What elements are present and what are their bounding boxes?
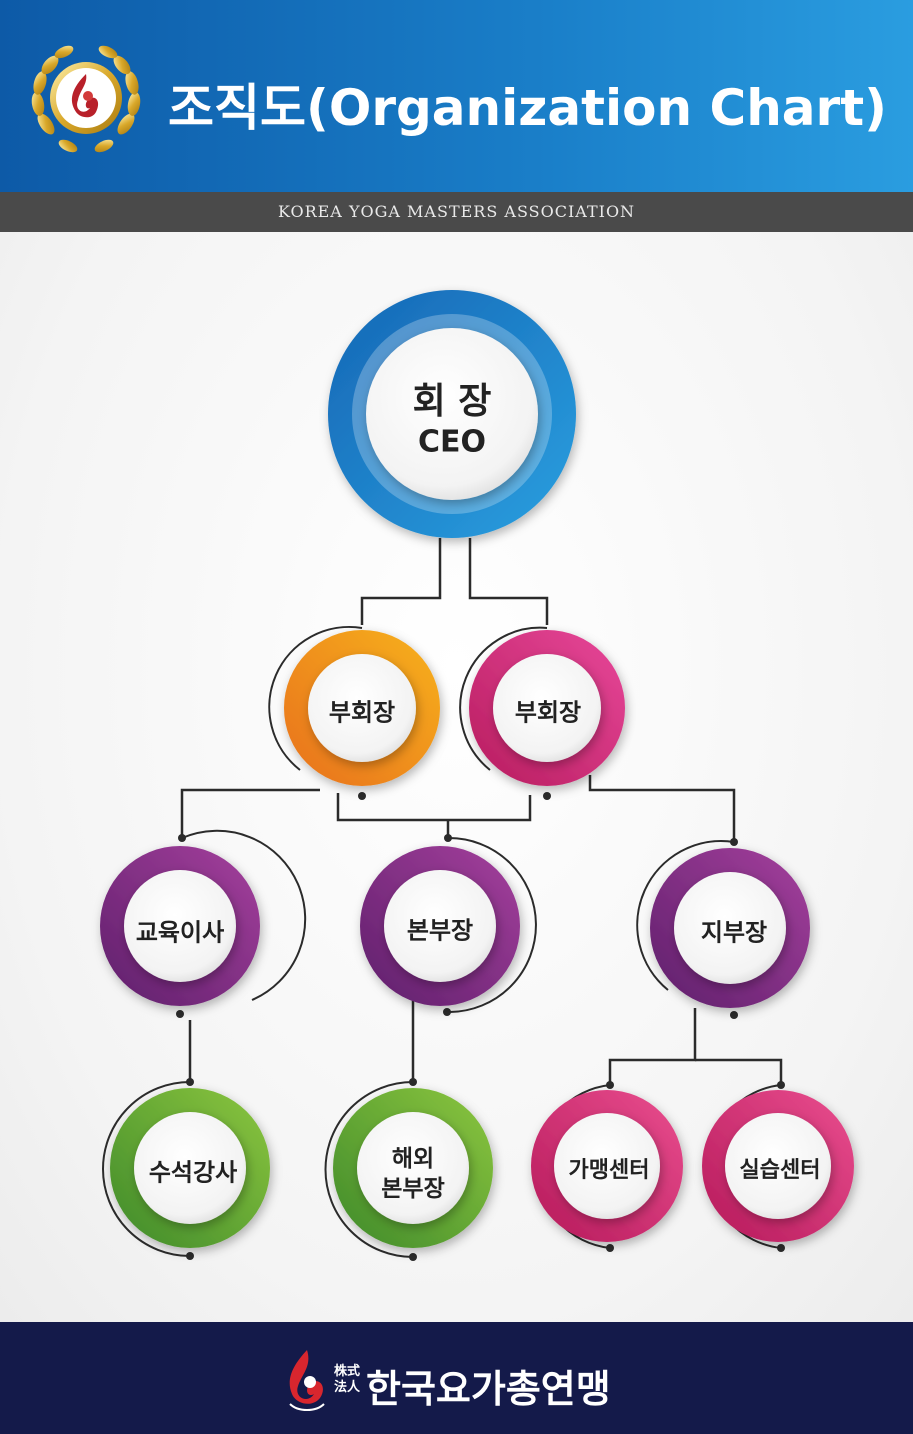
node-ceo (328, 290, 576, 538)
practice-label: 실습센터 (739, 1158, 821, 1183)
corp-type-line-1: 株式 (334, 1364, 361, 1379)
node-overseas-hq (333, 1088, 493, 1248)
organization-name: 한국요가총연맹 (366, 1367, 611, 1411)
corp-type-line-2: 法人 (334, 1380, 361, 1395)
node-branch (650, 848, 810, 1008)
overseas-label-2: 본부장 (381, 1176, 445, 1202)
node-franchise-center (531, 1090, 683, 1242)
node-vp-2 (469, 630, 625, 786)
laurel-emblem-icon (31, 45, 141, 153)
vp-2-label: 부회장 (514, 698, 582, 727)
footer (0, 1322, 913, 1434)
flame-logo-icon (289, 1350, 325, 1411)
branch-label: 지부장 (700, 918, 768, 947)
header (0, 0, 913, 192)
node-hq (360, 846, 520, 1006)
hq-label: 본부장 (406, 916, 474, 945)
lead-instructor-label: 수석강사 (148, 1158, 238, 1187)
node-lead-instructor (110, 1088, 270, 1248)
ceo-label-en: CEO (417, 424, 487, 460)
association-subtitle: KOREA YOGA MASTERS ASSOCIATION (0, 192, 913, 232)
vp-1-label: 부회장 (328, 698, 396, 727)
node-vp-1 (284, 630, 440, 786)
node-education (100, 846, 260, 1006)
ceo-label-ko: 회 장 (412, 381, 492, 422)
overseas-label-1: 해외 (391, 1146, 435, 1172)
education-label: 교육이사 (135, 918, 225, 947)
franchise-label: 가맹센터 (568, 1158, 650, 1183)
node-practice-center (702, 1090, 854, 1242)
corp-type-label: 株式 法人 (334, 1364, 364, 1396)
page-title: 조직도(Organization Chart) (168, 79, 887, 137)
